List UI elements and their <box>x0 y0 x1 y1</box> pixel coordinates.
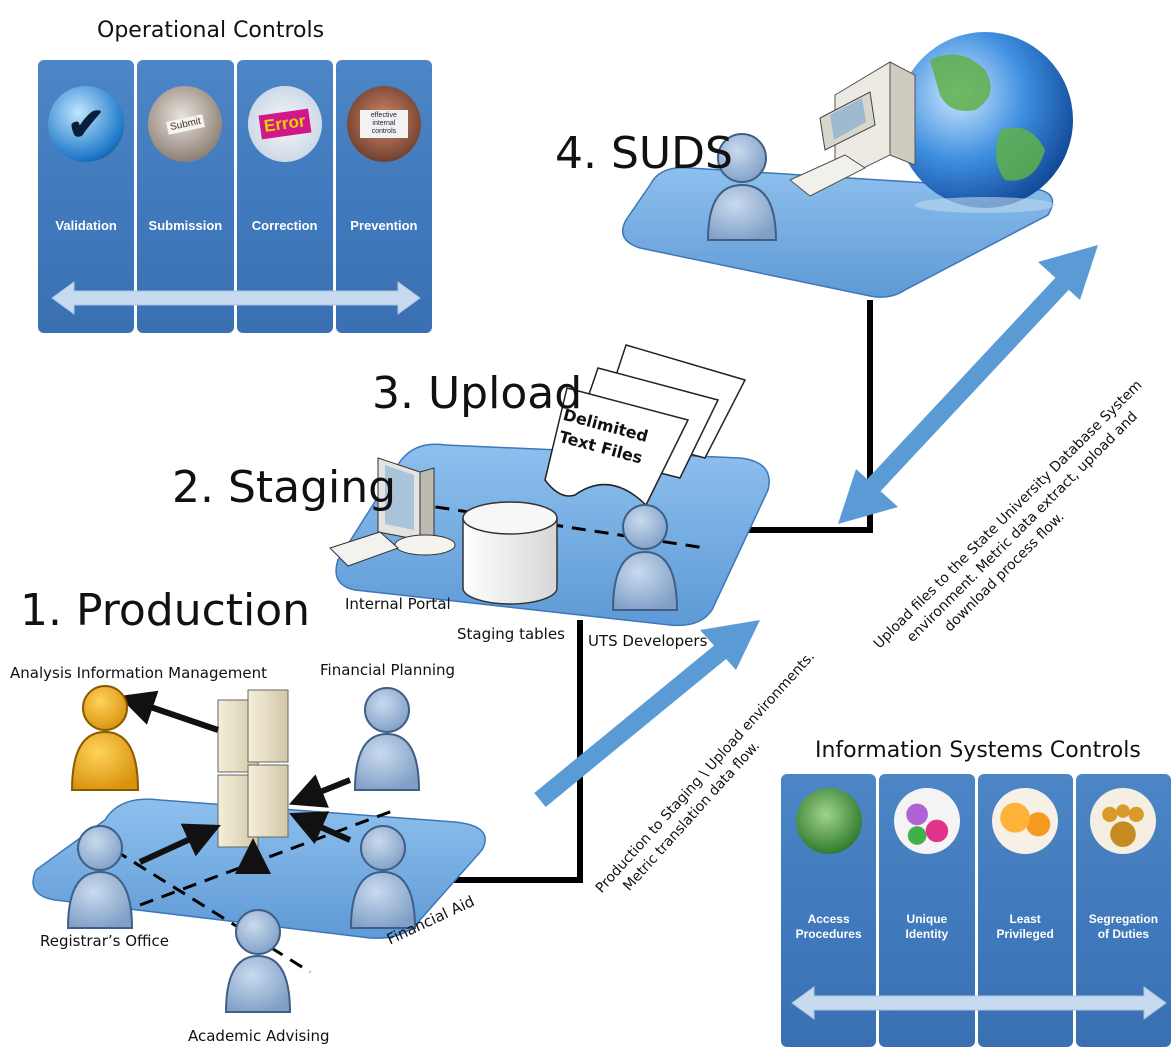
operational-control-submission: Submit Submission <box>137 60 234 333</box>
segregation-of-duties-label-line1: Segregation <box>1088 912 1159 926</box>
operational-control-prevention: effective internal controls Prevention <box>335 60 432 333</box>
prevention-label: Prevention <box>350 218 418 233</box>
submit-key-text: Submit <box>165 113 205 135</box>
cartoon-characters-icon <box>992 788 1059 854</box>
unique-identity-label-line1: Unique <box>906 912 948 926</box>
financial-planning-user-icon <box>353 687 421 791</box>
handprints-icon <box>893 788 960 854</box>
access-procedures-label-line1: Access <box>807 912 850 926</box>
access-procedures-label-line2: Procedures <box>795 927 862 941</box>
uts-developers-label: UTS Developers <box>588 632 708 650</box>
uts-developer-icon <box>611 504 679 611</box>
connector-lines <box>450 300 873 883</box>
is-controls-double-arrow <box>791 986 1167 1020</box>
delimited-text-files-icon <box>544 344 747 507</box>
suds-user-icon <box>706 133 778 241</box>
submit-key-icon: Submit <box>148 86 223 162</box>
unique-identity-label-line2: Identity <box>905 927 949 941</box>
team-figures-icon <box>1090 788 1157 854</box>
submission-label: Submission <box>148 218 223 233</box>
validation-label: Validation <box>55 218 117 233</box>
operational-control-validation: ✔ Validation <box>38 60 135 333</box>
least-privileged-label-line1: Least <box>1009 912 1041 926</box>
production-arrows <box>118 690 352 874</box>
analysis-information-management-user-icon <box>70 685 140 791</box>
analysis-information-management-label: Analysis Information Management <box>10 664 267 682</box>
internal-portal-label: Internal Portal <box>345 595 451 613</box>
stage-title-suds: 4. SUDS <box>555 128 733 179</box>
financial-aid-user-icon <box>349 825 417 929</box>
least-privileged-label-line2: Privileged <box>996 927 1054 941</box>
information-systems-controls-title: Information Systems Controls <box>815 738 1141 763</box>
information-systems-controls-panel: Access Procedures Unique Identity Least … <box>781 774 1171 1047</box>
upload-flow-arrow <box>838 245 1098 524</box>
operational-controls-title: Operational Controls <box>97 18 325 43</box>
suds-computer-icon <box>789 61 916 197</box>
stage-title-upload: 3. Upload <box>372 368 583 419</box>
registrars-office-label: Registrar’s Office <box>40 932 170 950</box>
academic-advising-label: Academic Advising <box>188 1027 330 1045</box>
error-icon: Error <box>247 86 322 162</box>
stage-title-staging: 2. Staging <box>172 462 397 513</box>
circuit-board-icon <box>795 788 862 854</box>
stage-title-production: 1. Production <box>20 585 311 636</box>
segregation-of-duties-label-line2: of Duties <box>1097 927 1150 941</box>
error-icon-text: Error <box>258 108 311 140</box>
staging-tables-label: Staging tables <box>457 625 565 643</box>
production-flow-arrow <box>534 620 760 807</box>
server-stack-icon <box>217 689 289 848</box>
internal-portal-monitor-icon <box>329 457 456 567</box>
operational-controls-double-arrow <box>51 281 421 315</box>
staging-tables-database-icon <box>462 501 558 605</box>
effective-internal-controls-icon: effective internal controls <box>346 86 421 162</box>
effective-internal-controls-text: effective internal controls <box>359 110 408 138</box>
operational-controls-panel: ✔ Validation Submit Submission Error Cor… <box>38 60 432 333</box>
academic-advising-user-icon <box>224 909 292 1013</box>
operational-control-correction: Error Correction <box>236 60 333 333</box>
checkmark-icon: ✔ <box>48 86 125 162</box>
correction-label: Correction <box>251 218 318 233</box>
registrars-office-user-icon <box>66 825 134 929</box>
financial-planning-label: Financial Planning <box>320 661 456 679</box>
globe-icon <box>897 32 1073 213</box>
